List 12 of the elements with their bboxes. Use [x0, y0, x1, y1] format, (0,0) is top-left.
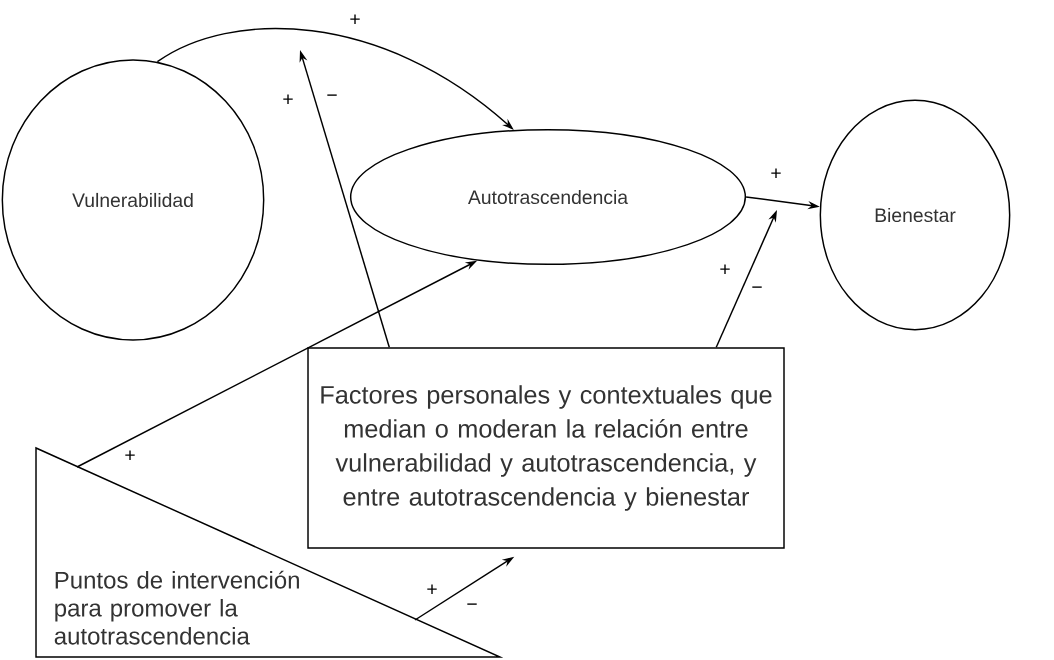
sign-label: −: [327, 94, 337, 96]
sign-label: −: [752, 286, 762, 288]
text-box: Factores personales y contextuales que median o moderan la relación entre vulnerabilidad y autotrascendencia, y entre autotrascendencia y bienestar: [307, 347, 785, 549]
ellipse-node: Bienestar: [819, 99, 1011, 331]
edge-label: +: [427, 584, 437, 594]
edge-label: +: [720, 264, 730, 274]
edge-label: +: [350, 14, 360, 24]
ellipse-node: Vulnerabilidad: [1, 59, 265, 341]
edge-label: +: [125, 450, 135, 460]
sign-label: −: [467, 603, 477, 605]
edge-label: +: [283, 94, 293, 104]
edge-label: +: [771, 168, 781, 178]
